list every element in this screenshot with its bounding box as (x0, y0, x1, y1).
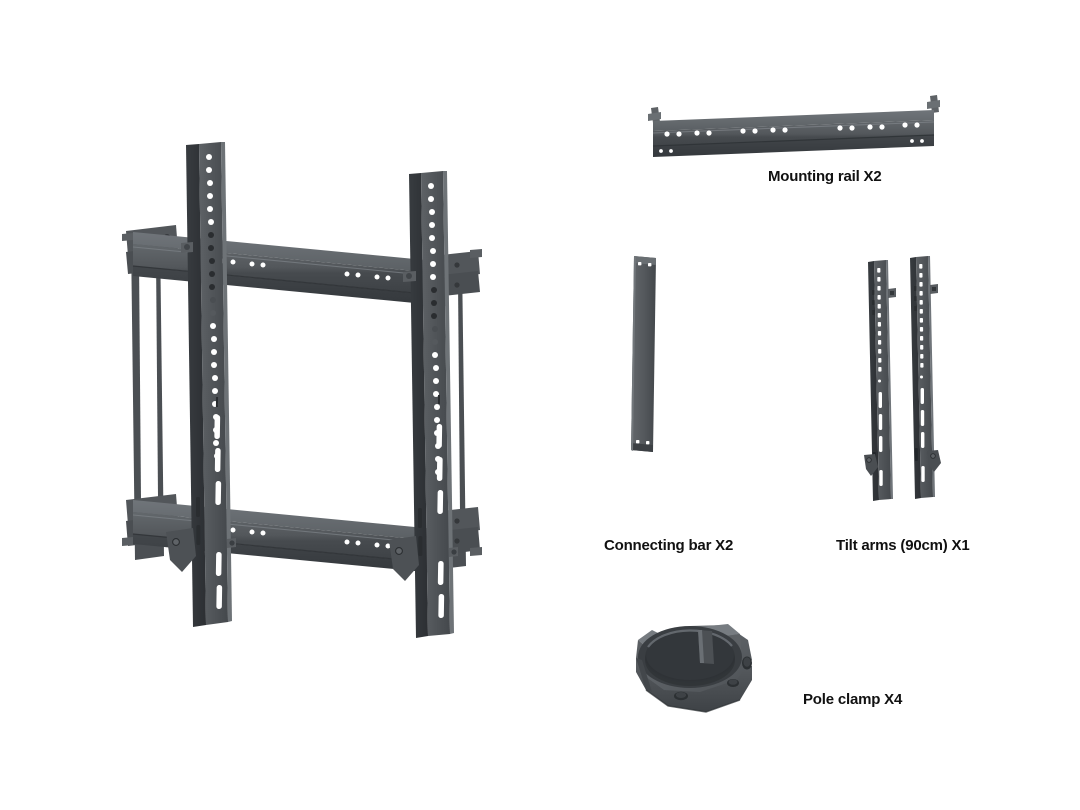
part-mounting-rail-illustration (648, 95, 940, 157)
part-connecting-bar-illustration (631, 256, 656, 452)
part-tilt-arms-illustration (864, 256, 941, 501)
label-connecting-bar: Connecting bar X2 (604, 537, 734, 554)
label-mounting-rail: Mounting rail X2 (768, 168, 882, 185)
label-pole-clamp: Pole clamp X4 (803, 691, 903, 708)
assembly-tilt-arm-right (389, 171, 458, 638)
assembly-upper-rail (132, 232, 447, 306)
label-tilt-arms: Tilt arms (90cm) X1 (836, 537, 970, 554)
tilt-arm-piece-b (910, 256, 941, 499)
assembly-tilt-arm-left (166, 142, 236, 627)
tilt-arm-piece-a (864, 260, 896, 501)
part-pole-clamp-illustration (636, 624, 752, 713)
assembled-mount (122, 142, 482, 638)
